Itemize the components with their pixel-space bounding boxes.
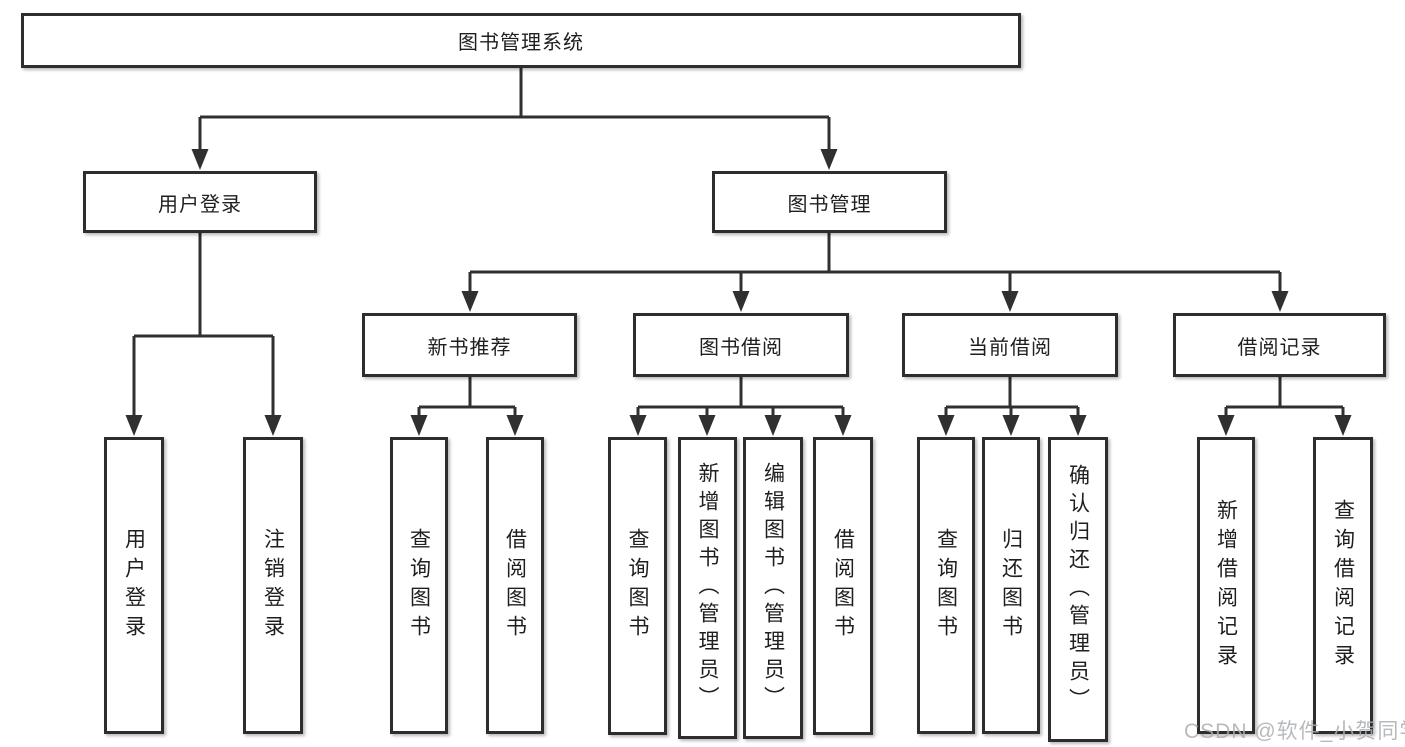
leaf-br-query-borrow-record: 查询借阅记录 bbox=[1313, 437, 1373, 734]
leaf-user-login: 用户登录 bbox=[104, 437, 164, 734]
leaf-bb-add-books-admin: 新增图书（管理员） bbox=[678, 437, 737, 739]
csdn-watermark: CSDN @软件_小贺同学 bbox=[1184, 720, 1405, 743]
node-user-login: 用户登录 bbox=[83, 171, 317, 233]
leaf-nb-borrow-books: 借阅图书 bbox=[486, 437, 544, 734]
node-book-management: 图书管理 bbox=[712, 171, 947, 233]
leaf-cb-return-books: 归还图书 bbox=[982, 437, 1040, 734]
leaf-logout: 注销登录 bbox=[243, 437, 303, 734]
leaf-br-add-borrow-record: 新增借阅记录 bbox=[1197, 437, 1255, 734]
node-current-borrowing: 当前借阅 bbox=[902, 313, 1118, 377]
node-root-library-management-system: 图书管理系统 bbox=[21, 13, 1021, 68]
leaf-cb-confirm-return-admin: 确认归还（管理员） bbox=[1048, 437, 1108, 742]
node-new-book-recommendation: 新书推荐 bbox=[362, 313, 577, 377]
leaf-cb-query-books: 查询图书 bbox=[917, 437, 975, 734]
leaf-nb-query-books: 查询图书 bbox=[390, 437, 448, 734]
leaf-bb-borrow-books: 借阅图书 bbox=[813, 437, 873, 735]
node-book-borrowing: 图书借阅 bbox=[633, 313, 849, 377]
leaf-bb-query-books: 查询图书 bbox=[608, 437, 667, 735]
leaf-bb-edit-books-admin: 编辑图书（管理员） bbox=[743, 437, 803, 739]
node-borrow-records: 借阅记录 bbox=[1173, 313, 1386, 377]
